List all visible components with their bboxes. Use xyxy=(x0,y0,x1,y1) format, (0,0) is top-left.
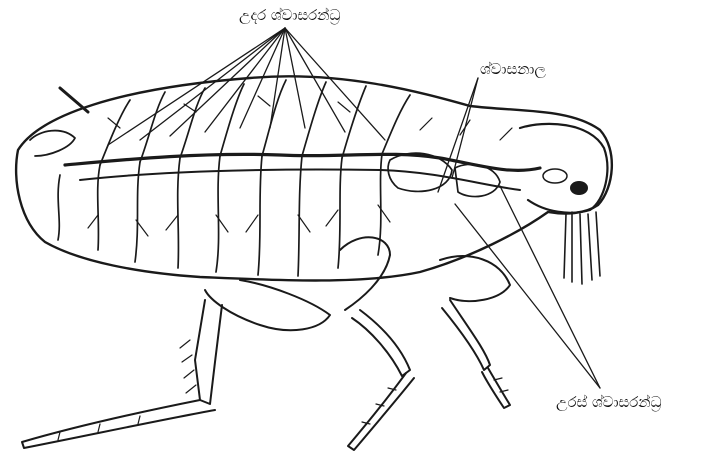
abdominal-spiracles-label: උදර ශ්වාසරන්ධ්‍ර xyxy=(239,8,341,23)
hind-leg xyxy=(22,280,330,448)
rear-plate xyxy=(30,131,75,156)
trachea-label: ශ්වාසනාල xyxy=(480,62,546,77)
trachea-leaders xyxy=(438,78,478,192)
fore-leg xyxy=(440,256,510,408)
eye xyxy=(570,181,588,195)
abdominal-spiracle-leaders xyxy=(108,28,385,145)
mouthparts xyxy=(564,212,600,284)
posterior-bristle xyxy=(60,88,88,112)
thoracic-spiracles-label: උරස් ශ්වාසරන්ධ්‍ර xyxy=(556,395,662,410)
leg-bristles xyxy=(58,340,508,440)
antenna-socket xyxy=(543,169,567,183)
middle-leg xyxy=(340,237,414,450)
